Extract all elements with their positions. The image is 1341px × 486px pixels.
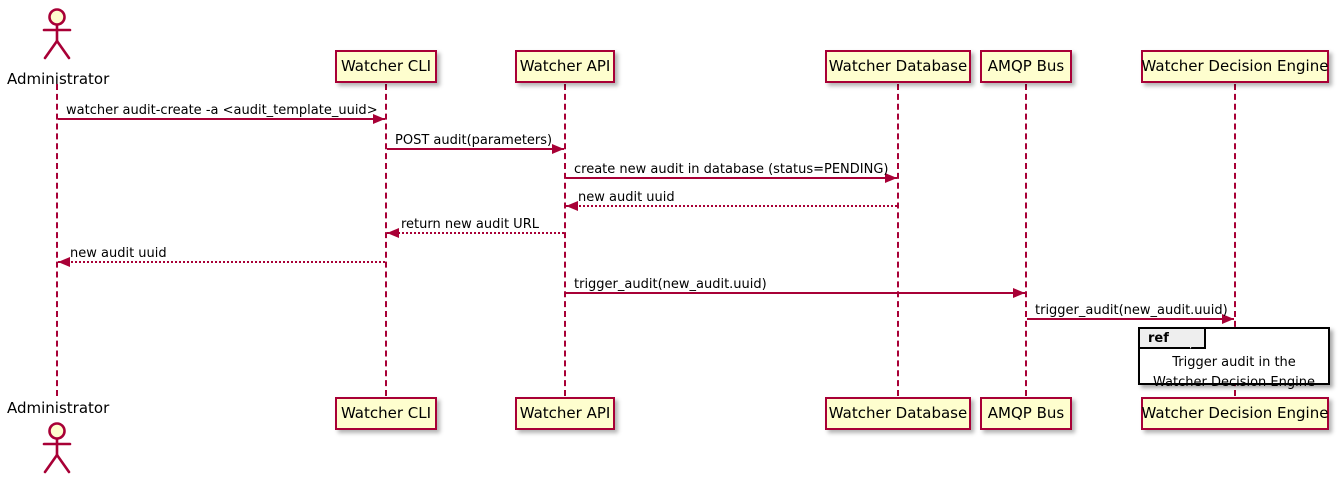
message-label-m5: return new audit URL: [401, 217, 539, 232]
message-line-m6: [58, 261, 385, 263]
participant-header-watcher_api: Watcher API: [515, 50, 615, 83]
participant-label: Watcher Decision Engine: [1141, 57, 1329, 75]
ref-fragment: ref Trigger audit in the Watcher Decisio…: [1138, 327, 1330, 390]
participant-footer-decision_engine: Watcher Decision Engine: [1141, 397, 1329, 430]
message-label-m3: create new audit in database (status=PEN…: [574, 162, 889, 177]
lifeline-watcher_cli: [385, 84, 387, 396]
message-line-m2: [387, 148, 564, 150]
message-arrowhead-m1: [373, 114, 385, 124]
participant-label: AMQP Bus: [987, 404, 1065, 422]
participant-label: AMQP Bus: [987, 57, 1065, 75]
lifeline-decision_engine: [1234, 84, 1236, 396]
participant-label: Watcher CLI: [340, 404, 432, 422]
actor-label-footer-administrator: Administrator: [7, 399, 110, 417]
participant-header-decision_engine: Watcher Decision Engine: [1141, 50, 1329, 83]
message-arrowhead-m3: [885, 173, 897, 183]
participant-footer-watcher_database: Watcher Database: [825, 397, 971, 430]
participant-label: Watcher CLI: [340, 57, 432, 75]
message-label-m6: new audit uuid: [70, 246, 167, 261]
message-arrowhead-m2: [552, 144, 564, 154]
message-arrowhead-m8: [1222, 314, 1234, 324]
participant-footer-watcher_cli: Watcher CLI: [335, 397, 437, 430]
lifeline-watcher_database: [897, 84, 899, 396]
ref-fragment-line: Watcher Decision Engine: [1153, 374, 1315, 390]
participant-label: Watcher Database: [828, 57, 968, 75]
lifeline-amqp_bus: [1025, 84, 1027, 396]
participant-label: Watcher Database: [828, 404, 968, 422]
ref-fragment-tab-notch-icon: [1190, 329, 1204, 349]
message-line-m7: [566, 292, 1025, 294]
message-label-m4: new audit uuid: [578, 190, 675, 205]
message-arrowhead-m6: [58, 257, 70, 267]
participant-header-watcher_cli: Watcher CLI: [335, 50, 437, 83]
participant-header-amqp_bus: AMQP Bus: [980, 50, 1072, 83]
message-line-m3: [566, 177, 897, 179]
ref-fragment-body: Trigger audit in the Watcher Decision En…: [1140, 353, 1328, 392]
actor-figure-footer-administrator: [35, 422, 79, 474]
message-arrowhead-m7: [1013, 288, 1025, 298]
lifeline-watcher_api: [564, 84, 566, 396]
participant-label: Watcher API: [519, 57, 611, 75]
message-arrowhead-m4: [566, 201, 578, 211]
ref-fragment-line: Trigger audit in the: [1172, 355, 1296, 370]
actor-figure-administrator: [35, 8, 79, 60]
message-label-m8: trigger_audit(new_audit.uuid): [1035, 303, 1228, 318]
actor-label-administrator: Administrator: [7, 70, 110, 88]
message-line-m1: [58, 118, 385, 120]
lifeline-administrator: [56, 84, 58, 396]
message-line-m8: [1027, 318, 1234, 320]
ref-fragment-tab-label: ref: [1148, 330, 1169, 346]
message-line-m4: [566, 205, 897, 207]
message-label-m2: POST audit(parameters): [395, 133, 553, 148]
message-label-m7: trigger_audit(new_audit.uuid): [574, 277, 767, 292]
participant-label: Watcher Decision Engine: [1141, 404, 1329, 422]
participant-footer-amqp_bus: AMQP Bus: [980, 397, 1072, 430]
participant-header-watcher_database: Watcher Database: [825, 50, 971, 83]
participant-footer-watcher_api: Watcher API: [515, 397, 615, 430]
message-arrowhead-m5: [387, 228, 399, 238]
participant-label: Watcher API: [519, 404, 611, 422]
ref-fragment-tab: ref: [1140, 329, 1206, 349]
message-label-m1: watcher audit-create -a <audit_template_…: [66, 103, 378, 118]
message-line-m5: [387, 232, 564, 234]
